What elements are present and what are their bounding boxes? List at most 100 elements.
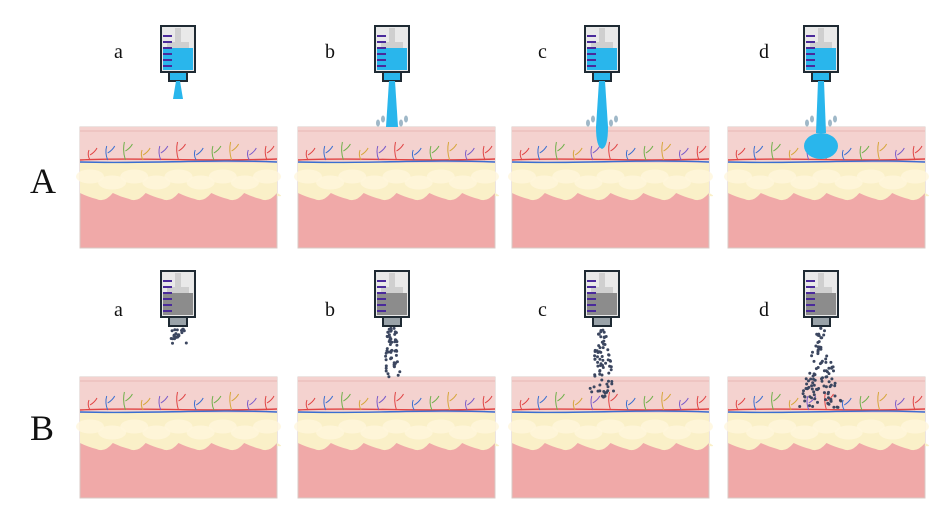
powder-particle	[604, 361, 608, 365]
dermis-layer	[728, 377, 925, 413]
capillary	[877, 391, 888, 411]
fat-globule	[448, 175, 477, 190]
powder-particle	[827, 380, 831, 384]
powder-particle	[593, 357, 597, 361]
panel-label-b2: b	[325, 299, 335, 321]
capillary	[679, 397, 689, 411]
plunger-rod	[818, 273, 824, 291]
dermis-layer	[80, 377, 277, 413]
powder-particle	[612, 389, 615, 393]
powder-particle	[387, 327, 391, 331]
capillary	[625, 147, 636, 161]
capillary	[519, 397, 530, 411]
powder-particle	[389, 350, 393, 354]
capillary	[305, 147, 316, 161]
capillary	[465, 147, 475, 161]
capillary	[482, 395, 493, 411]
dermis-layer	[298, 377, 495, 413]
splash-droplet	[381, 115, 385, 123]
powder-particle	[597, 332, 600, 336]
fat-globule	[574, 175, 603, 190]
powder-particle	[599, 335, 603, 339]
powder-particle	[827, 396, 830, 400]
capillary	[264, 395, 275, 411]
powder-particle	[386, 372, 390, 376]
capillary	[394, 391, 404, 411]
powder-particle	[388, 343, 392, 346]
splash-droplet	[399, 119, 403, 127]
panel-label-a2: b	[325, 41, 335, 63]
powder-particle	[833, 384, 837, 388]
powder-particle	[808, 395, 812, 399]
powder-particle	[384, 351, 388, 355]
fat-globule	[230, 425, 259, 440]
powder-particle	[384, 369, 388, 373]
powder-particle	[396, 373, 400, 377]
powder-particle	[820, 359, 824, 363]
capillary	[411, 397, 422, 411]
powder-particle	[177, 333, 181, 337]
powder-particle	[838, 398, 842, 402]
powder-particle	[812, 393, 816, 397]
powder-particle	[803, 395, 807, 399]
fat-globule	[471, 169, 499, 184]
powder-particle	[385, 334, 389, 338]
powder-particle	[819, 345, 823, 349]
powder-particle	[173, 335, 177, 339]
splash-droplet	[828, 119, 832, 127]
fat-globule	[316, 425, 345, 440]
fat-globule	[901, 419, 929, 434]
powder-particle	[171, 341, 174, 345]
capillary	[537, 145, 548, 161]
plunger-rod	[389, 273, 395, 291]
liquid-jet	[596, 81, 608, 149]
powder-particle	[389, 329, 393, 333]
powder-particle	[810, 387, 814, 391]
capillary	[411, 147, 422, 161]
powder-particle	[384, 354, 388, 358]
powder-particle	[384, 358, 388, 362]
nozzle	[168, 71, 188, 82]
powder-particle	[819, 326, 823, 330]
capillary	[696, 145, 707, 161]
fat-globule	[812, 419, 841, 434]
plunger-rod	[818, 28, 824, 46]
fat-globule	[685, 419, 713, 434]
fat-globule	[120, 169, 149, 184]
powder-particle	[820, 379, 824, 383]
fat-globule	[508, 419, 536, 434]
capillary	[247, 397, 257, 411]
liquid-jet	[173, 81, 183, 99]
capillary	[608, 391, 618, 411]
capillary	[341, 391, 351, 411]
capillary	[341, 141, 351, 161]
powder-particle	[174, 332, 178, 336]
nozzle	[811, 316, 831, 327]
powder-particle	[593, 374, 597, 378]
splash-droplet	[586, 119, 590, 127]
powder-particle	[804, 377, 808, 381]
fat-globule	[186, 175, 215, 190]
fat-globule	[901, 169, 929, 184]
fat-globule	[552, 419, 581, 434]
powder-particle	[805, 382, 809, 386]
splash-droplet	[810, 115, 814, 123]
nozzle	[382, 71, 402, 82]
powder-particle	[810, 384, 814, 388]
fat-globule	[746, 175, 775, 190]
capillary	[735, 397, 746, 411]
powder-particle	[598, 350, 602, 354]
powder-particle	[824, 385, 828, 389]
capillary	[358, 147, 369, 161]
powder-particle	[601, 358, 605, 362]
nozzle	[382, 316, 402, 327]
dermis-layer	[512, 377, 709, 413]
powder-particle	[822, 384, 826, 388]
fat-globule	[662, 175, 691, 190]
capillary	[447, 391, 458, 411]
plunger-rod	[175, 28, 181, 46]
capillary	[679, 147, 689, 161]
powder-particle	[825, 354, 829, 358]
vein	[727, 160, 926, 164]
capillary	[394, 141, 404, 161]
